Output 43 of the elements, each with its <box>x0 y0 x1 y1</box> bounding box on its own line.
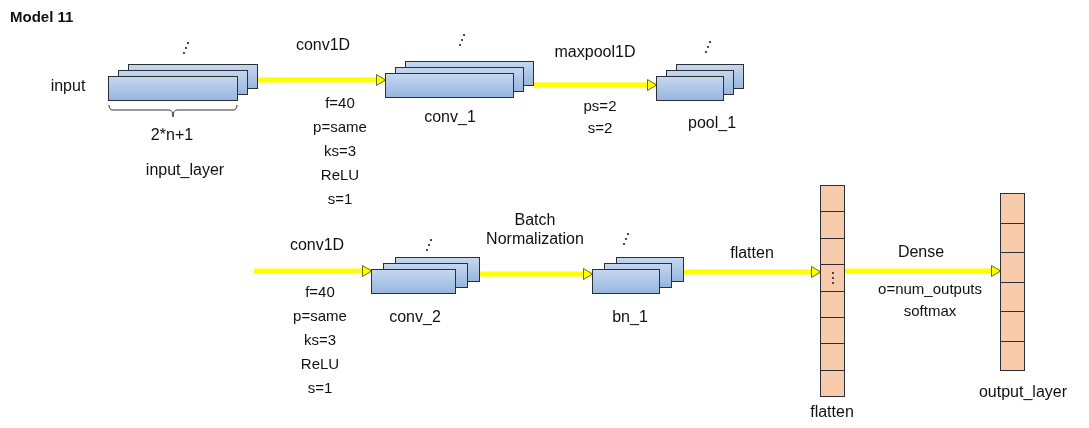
parameter-label: ReLU <box>320 166 360 184</box>
layer-caption: 2*n+1 <box>150 125 194 145</box>
parameter-label: ks=3 <box>323 142 357 160</box>
parameter-label: softmax <box>903 302 957 320</box>
edge-label: conv1D <box>289 235 345 255</box>
arrow <box>845 265 1001 277</box>
edge-label: flatten <box>730 243 774 263</box>
arrow <box>684 266 821 278</box>
parameter-label: s=2 <box>587 119 613 137</box>
parameter-label: ps=2 <box>583 97 617 115</box>
arrow <box>534 79 657 91</box>
layer-caption: flatten <box>810 402 854 422</box>
arrow <box>480 268 593 280</box>
edge-label: Batch Normalization <box>485 209 585 249</box>
parameter-label: s=1 <box>307 379 333 397</box>
vector-column <box>1000 193 1025 371</box>
feature-map-stack <box>108 64 258 101</box>
parameter-label: p=same <box>313 118 367 136</box>
feature-map-stack <box>371 257 480 294</box>
vector-column <box>820 185 845 397</box>
diagram-title: Model 11 <box>10 8 74 25</box>
edge-label: Dense <box>897 242 945 262</box>
parameter-label: s=1 <box>327 190 353 208</box>
edge-label: conv1D <box>295 35 351 55</box>
parameter-label: p=same <box>293 307 347 325</box>
parameter-label: o=num_outputs <box>878 280 982 298</box>
layer-caption: input <box>50 76 86 96</box>
feature-map-stack <box>592 257 684 294</box>
layer-caption: output_layer <box>978 382 1068 402</box>
arrow <box>258 74 386 86</box>
parameter-label: ks=3 <box>303 331 337 349</box>
feature-map-stack <box>385 61 534 98</box>
arrow <box>254 265 372 277</box>
layer-caption: input_layer <box>145 160 225 180</box>
parameter-label: ReLU <box>300 355 340 373</box>
layer-caption: bn_1 <box>612 307 648 327</box>
edge-label: maxpool1D <box>554 42 636 62</box>
layer-caption: conv_2 <box>389 307 441 327</box>
layer-caption: pool_1 <box>688 113 736 133</box>
layer-caption: conv_1 <box>424 107 476 127</box>
parameter-label: f=40 <box>305 283 335 301</box>
feature-map-stack <box>656 64 744 101</box>
parameter-label: f=40 <box>325 94 355 112</box>
